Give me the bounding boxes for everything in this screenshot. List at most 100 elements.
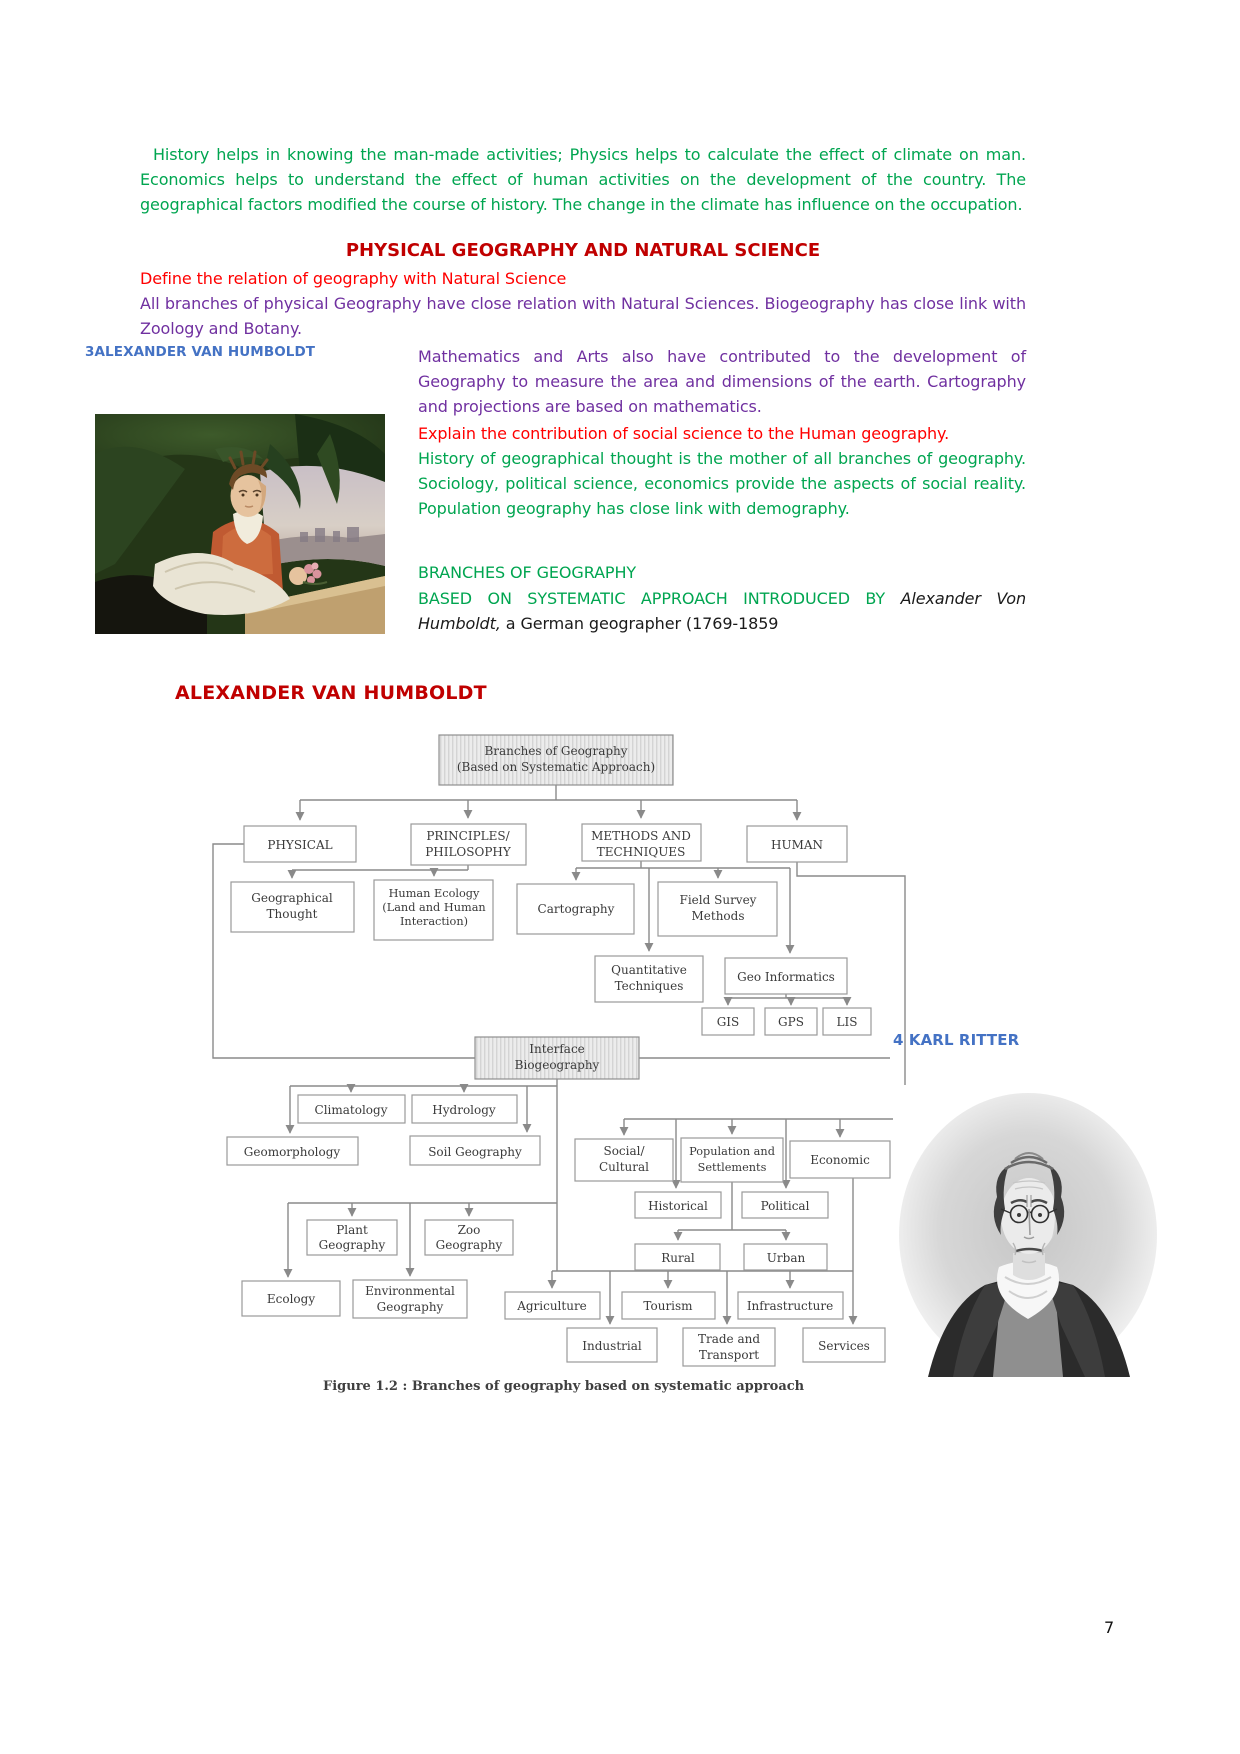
- flowchart-node-methods-techniques: METHODS AND TECHNIQUES: [581, 823, 702, 862]
- svg-text:Services: Services: [818, 1339, 870, 1353]
- svg-text:METHODS AND: METHODS AND: [591, 829, 691, 843]
- flowchart-node-ecology: Ecology: [241, 1280, 341, 1317]
- svg-text:Geomorphology: Geomorphology: [244, 1145, 341, 1159]
- question-relation-natural-science: Define the relation of geography with Na…: [140, 269, 567, 288]
- flowchart-node-human: HUMAN: [746, 825, 848, 863]
- svg-text:Industrial: Industrial: [582, 1339, 642, 1353]
- flowchart-node-physical: PHYSICAL: [243, 825, 357, 863]
- paragraph-mathematics-arts: Mathematics and Arts also have contribut…: [418, 347, 1026, 416]
- svg-text:Cultural: Cultural: [599, 1160, 649, 1174]
- flowchart-node-agriculture: Agriculture: [504, 1291, 601, 1320]
- svg-text:Hydrology: Hydrology: [432, 1103, 496, 1117]
- flowchart-node-geo-informatics: Geo Informatics: [724, 957, 848, 995]
- svg-text:Soil Geography: Soil Geography: [428, 1145, 522, 1159]
- flowchart-node-lis: LIS: [822, 1007, 872, 1036]
- page-number: 7: [1104, 1618, 1115, 1637]
- flowchart-node-soil-geography: Soil Geography: [409, 1135, 541, 1166]
- svg-text:Methods: Methods: [691, 909, 744, 923]
- flowchart-node-quantitative-techniques: Quantitative Techniques: [594, 955, 704, 1003]
- svg-text:Geography: Geography: [436, 1238, 503, 1252]
- flowchart-node-plant-geography: Plant Geography: [306, 1219, 398, 1256]
- svg-text:Interface: Interface: [529, 1042, 585, 1056]
- svg-text:LIS: LIS: [837, 1015, 858, 1029]
- german-geographer-text: a German geographer (1769-1859: [500, 614, 779, 633]
- question-social-science-contribution: Explain the contribution of social scien…: [418, 424, 950, 443]
- paragraph-based-on-systematic-approach: BASED ON SYSTEMATIC APPROACH INTRODUCED …: [418, 586, 1026, 636]
- flowchart-node-social-cultural: Social/ Cultural: [574, 1138, 674, 1182]
- svg-text:Plant: Plant: [336, 1223, 368, 1237]
- svg-text:Cartography: Cartography: [538, 902, 615, 916]
- svg-text:Trade and: Trade and: [698, 1332, 760, 1346]
- svg-text:Geography: Geography: [319, 1238, 386, 1252]
- svg-text:Economic: Economic: [810, 1153, 870, 1167]
- heading-physical-geography-natural-science: PHYSICAL GEOGRAPHY AND NATURAL SCIENCE: [345, 240, 821, 261]
- svg-text:Political: Political: [761, 1199, 810, 1213]
- heading-branches-of-geography: BRANCHES OF GEOGRAPHY: [418, 563, 637, 582]
- flowchart-node-urban: Urban: [743, 1243, 828, 1271]
- svg-text:Rural: Rural: [661, 1251, 695, 1265]
- node-root-line2: (Based on Systematic Approach): [457, 760, 655, 774]
- svg-text:TECHNIQUES: TECHNIQUES: [597, 845, 686, 859]
- flowchart-node-root: Branches of Geography (Based on Systemat…: [438, 734, 674, 786]
- svg-text:Geography: Geography: [377, 1300, 444, 1314]
- paragraph-geographical-thought: History of geographical thought is the m…: [418, 449, 1026, 518]
- svg-text:Geographical: Geographical: [251, 891, 333, 905]
- heading-alexander-van-humboldt: ALEXANDER VAN HUMBOLDT: [175, 682, 487, 704]
- humboldt-italic-name: Alexander Von Humboldt,: [418, 589, 1026, 633]
- flowchart-node-services: Services: [802, 1327, 886, 1363]
- svg-text:Population and: Population and: [689, 1145, 775, 1158]
- flowchart-node-political: Political: [741, 1191, 829, 1219]
- svg-text:Climatology: Climatology: [315, 1103, 388, 1117]
- label-karl-ritter-footnote: 4 KARL RITTER: [893, 1031, 1020, 1049]
- branches-of-geography-flowchart: Branches of Geography (Based on Systemat…: [212, 734, 906, 1367]
- svg-text:HUMAN: HUMAN: [771, 838, 823, 852]
- flowchart-node-gis: GIS: [701, 1007, 755, 1036]
- karl-ritter-portrait: [893, 1085, 1163, 1377]
- flowchart-node-principles-philosophy: PRINCIPLES/ PHILOSOPHY: [410, 823, 527, 866]
- systematic-approach-green-text: BASED ON SYSTEMATIC APPROACH INTRODUCED …: [418, 589, 901, 608]
- svg-text:Zoo: Zoo: [458, 1223, 481, 1237]
- flowchart-node-infrastructure: Infrastructure: [737, 1291, 844, 1320]
- humboldt-portrait: [95, 414, 385, 634]
- svg-text:Settlements: Settlements: [698, 1161, 767, 1174]
- svg-text:(Land and Human: (Land and Human: [382, 901, 485, 914]
- flowchart-node-environmental-geography: Environmental Geography: [352, 1279, 468, 1319]
- node-root-line1: Branches of Geography: [484, 744, 627, 758]
- svg-text:Infrastructure: Infrastructure: [747, 1299, 833, 1313]
- flowchart-node-climatology: Climatology: [297, 1094, 406, 1124]
- svg-text:Urban: Urban: [767, 1251, 806, 1265]
- svg-text:Biogeography: Biogeography: [515, 1058, 600, 1072]
- flowchart-node-hydrology: Hydrology: [411, 1094, 518, 1124]
- svg-text:GIS: GIS: [717, 1015, 740, 1029]
- flowchart-node-historical: Historical: [634, 1191, 722, 1219]
- svg-text:Geo Informatics: Geo Informatics: [737, 970, 835, 984]
- flowchart-node-zoo-geography: Zoo Geography: [424, 1219, 514, 1256]
- svg-text:Interaction): Interaction): [400, 915, 468, 928]
- flowchart-node-gps: GPS: [764, 1007, 818, 1036]
- svg-text:PHYSICAL: PHYSICAL: [267, 838, 332, 852]
- flowchart-node-cartography: Cartography: [516, 883, 635, 935]
- svg-text:Historical: Historical: [648, 1199, 708, 1213]
- svg-text:Thought: Thought: [267, 907, 318, 921]
- flowchart-node-tourism: Tourism: [621, 1291, 716, 1320]
- figure-caption: Figure 1.2 : Branches of geography based…: [323, 1379, 805, 1394]
- svg-text:Environmental: Environmental: [365, 1284, 455, 1298]
- svg-text:Quantitative: Quantitative: [611, 963, 687, 977]
- svg-text:Tourism: Tourism: [643, 1299, 693, 1313]
- flowchart-node-economic: Economic: [789, 1140, 891, 1179]
- paragraph-history-physics: History helps in knowing the man-made ac…: [140, 145, 1026, 214]
- svg-text:Transport: Transport: [699, 1348, 759, 1362]
- svg-text:PRINCIPLES/: PRINCIPLES/: [426, 829, 510, 843]
- svg-text:GPS: GPS: [778, 1015, 804, 1029]
- svg-text:Human Ecology: Human Ecology: [389, 887, 480, 900]
- flowchart-node-interface-biogeography: Interface Biogeography: [474, 1036, 640, 1080]
- svg-text:Agriculture: Agriculture: [516, 1299, 587, 1313]
- flowchart-node-industrial: Industrial: [566, 1327, 658, 1363]
- flowchart-node-trade-transport: Trade and Transport: [682, 1327, 776, 1367]
- flowchart-node-geographical-thought: Geographical Thought: [230, 881, 355, 933]
- paragraph-physical-geography-natural-sciences: All branches of physical Geography have …: [140, 294, 1026, 338]
- svg-text:Field Survey: Field Survey: [680, 893, 757, 907]
- flowchart-node-rural: Rural: [634, 1243, 721, 1271]
- svg-text:PHILOSOPHY: PHILOSOPHY: [425, 845, 512, 859]
